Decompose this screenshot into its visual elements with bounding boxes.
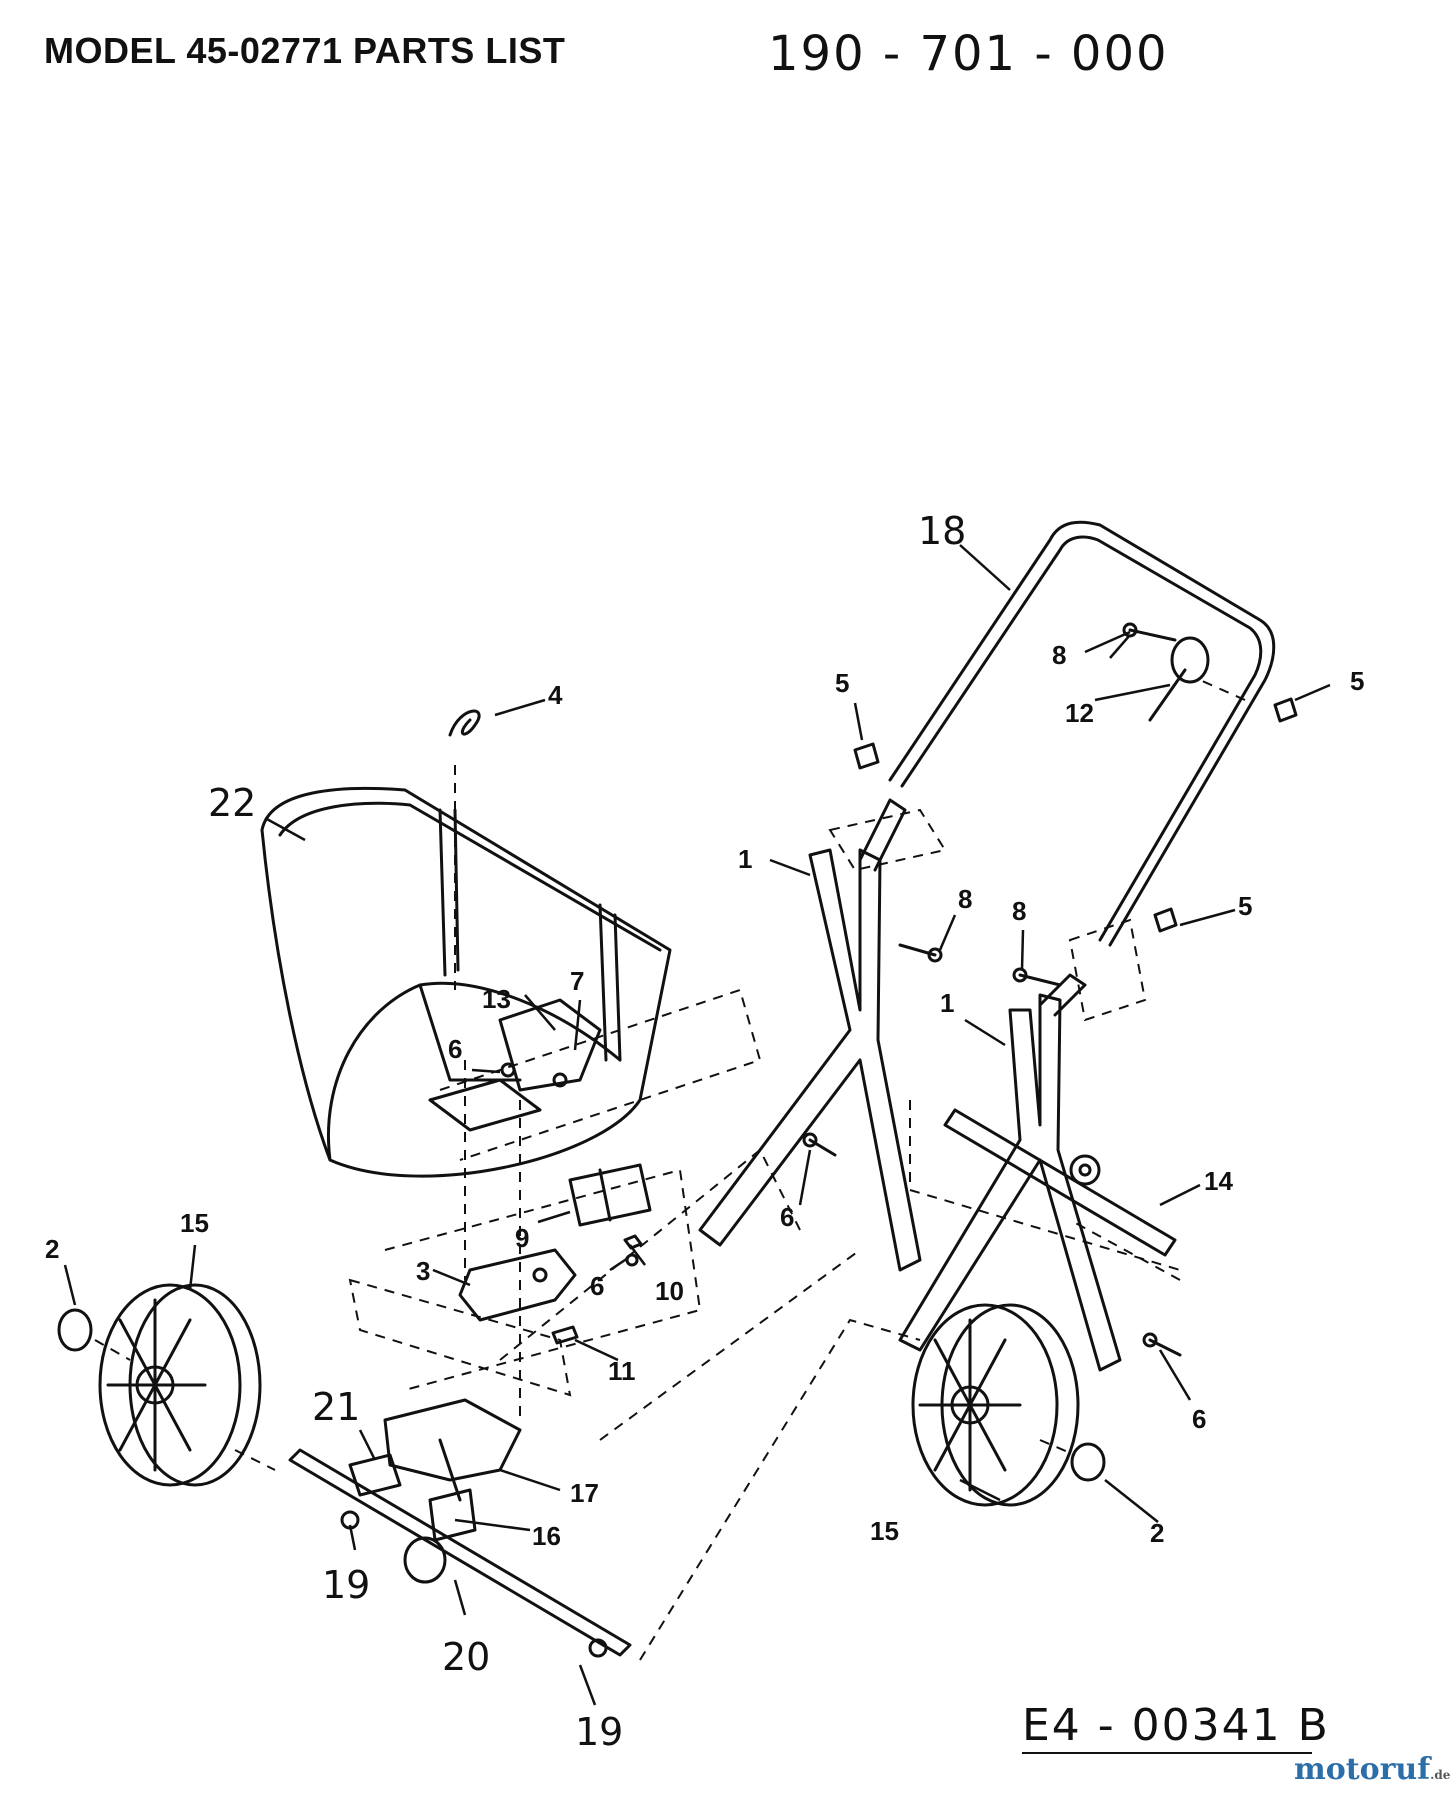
frame-leg-right bbox=[898, 973, 1122, 1372]
clip-11 bbox=[551, 1325, 579, 1345]
nut-10 bbox=[623, 1234, 643, 1250]
callout-16: 16 bbox=[532, 1521, 561, 1551]
callout-19-bottom: 19 bbox=[575, 1710, 623, 1754]
hairpin-clip bbox=[448, 709, 481, 737]
hub-cap-right bbox=[1070, 1442, 1106, 1482]
page-title: MODEL 45-02771 PARTS LIST bbox=[44, 30, 566, 71]
watermark-main: motoruf bbox=[1294, 1752, 1431, 1787]
callout-20: 20 bbox=[442, 1635, 490, 1679]
callout-7: 7 bbox=[570, 966, 584, 996]
callout-17: 17 bbox=[570, 1478, 599, 1508]
hopper bbox=[260, 786, 672, 1178]
axle-bracket bbox=[943, 1108, 1177, 1257]
axle-shaft bbox=[288, 1448, 632, 1658]
control-lever bbox=[1148, 636, 1210, 722]
wing-nut-5a bbox=[853, 742, 880, 770]
callout-1-left: 1 bbox=[738, 844, 752, 874]
callout-3: 3 bbox=[416, 1256, 430, 1286]
callout-8-top: 8 bbox=[1052, 640, 1066, 670]
callout-labels: 18 22 4 5 5 5 8 12 8 8 1 1 14 13 7 6 6 6… bbox=[45, 509, 1364, 1754]
wing-nut-5b bbox=[1273, 697, 1298, 723]
callout-2-left: 2 bbox=[45, 1234, 59, 1264]
watermark-tld: .de bbox=[1430, 1768, 1451, 1782]
wheel-left bbox=[98, 1283, 262, 1487]
drawing-number-underline bbox=[1022, 1752, 1312, 1754]
callout-19-left: 19 bbox=[322, 1563, 370, 1607]
callout-5-right: 5 bbox=[1238, 891, 1252, 921]
gear-assembly bbox=[348, 1453, 477, 1584]
wing-nut-5c bbox=[1153, 907, 1178, 933]
callout-5-top-left: 5 bbox=[835, 668, 849, 698]
callout-14: 14 bbox=[1204, 1166, 1233, 1196]
drawing-number: E4 - 00341 B bbox=[1022, 1700, 1330, 1751]
shut-off-plate bbox=[458, 1248, 577, 1322]
callout-4: 4 bbox=[548, 680, 563, 710]
assembly-lines bbox=[94, 679, 1246, 1661]
callout-9: 9 bbox=[515, 1223, 529, 1253]
callout-15-right: 15 bbox=[870, 1516, 899, 1546]
spinner-plate bbox=[383, 1398, 522, 1502]
callout-8-right: 8 bbox=[1012, 896, 1026, 926]
callout-8-middle: 8 bbox=[958, 884, 972, 914]
watermark-logo: motoruf.de bbox=[1294, 1752, 1450, 1787]
callout-6-axle: 6 bbox=[1192, 1404, 1206, 1434]
callout-13: 13 bbox=[482, 984, 511, 1014]
callout-6-plate: 6 bbox=[590, 1271, 604, 1301]
callout-12: 12 bbox=[1065, 698, 1094, 728]
callout-15-left: 15 bbox=[180, 1208, 209, 1238]
callout-22: 22 bbox=[208, 781, 256, 825]
callout-10: 10 bbox=[655, 1276, 684, 1306]
reference-number: 190 - 701 - 000 bbox=[768, 26, 1169, 82]
callout-5-top-right: 5 bbox=[1350, 666, 1364, 696]
callout-6-frame: 6 bbox=[780, 1202, 794, 1232]
callout-11: 11 bbox=[608, 1356, 636, 1386]
frame-leg-left bbox=[698, 798, 922, 1272]
rate-control-bracket bbox=[568, 1163, 652, 1227]
callout-18: 18 bbox=[918, 509, 966, 553]
hub-cap-left bbox=[57, 1308, 93, 1352]
callout-1-right: 1 bbox=[940, 988, 954, 1018]
callout-6-hopper: 6 bbox=[448, 1034, 462, 1064]
wheel-right bbox=[911, 1303, 1080, 1507]
handle-upper bbox=[888, 520, 1276, 947]
callout-2-right: 2 bbox=[1150, 1518, 1164, 1548]
callout-21: 21 bbox=[312, 1385, 360, 1429]
leader-lines bbox=[63, 544, 1331, 1706]
